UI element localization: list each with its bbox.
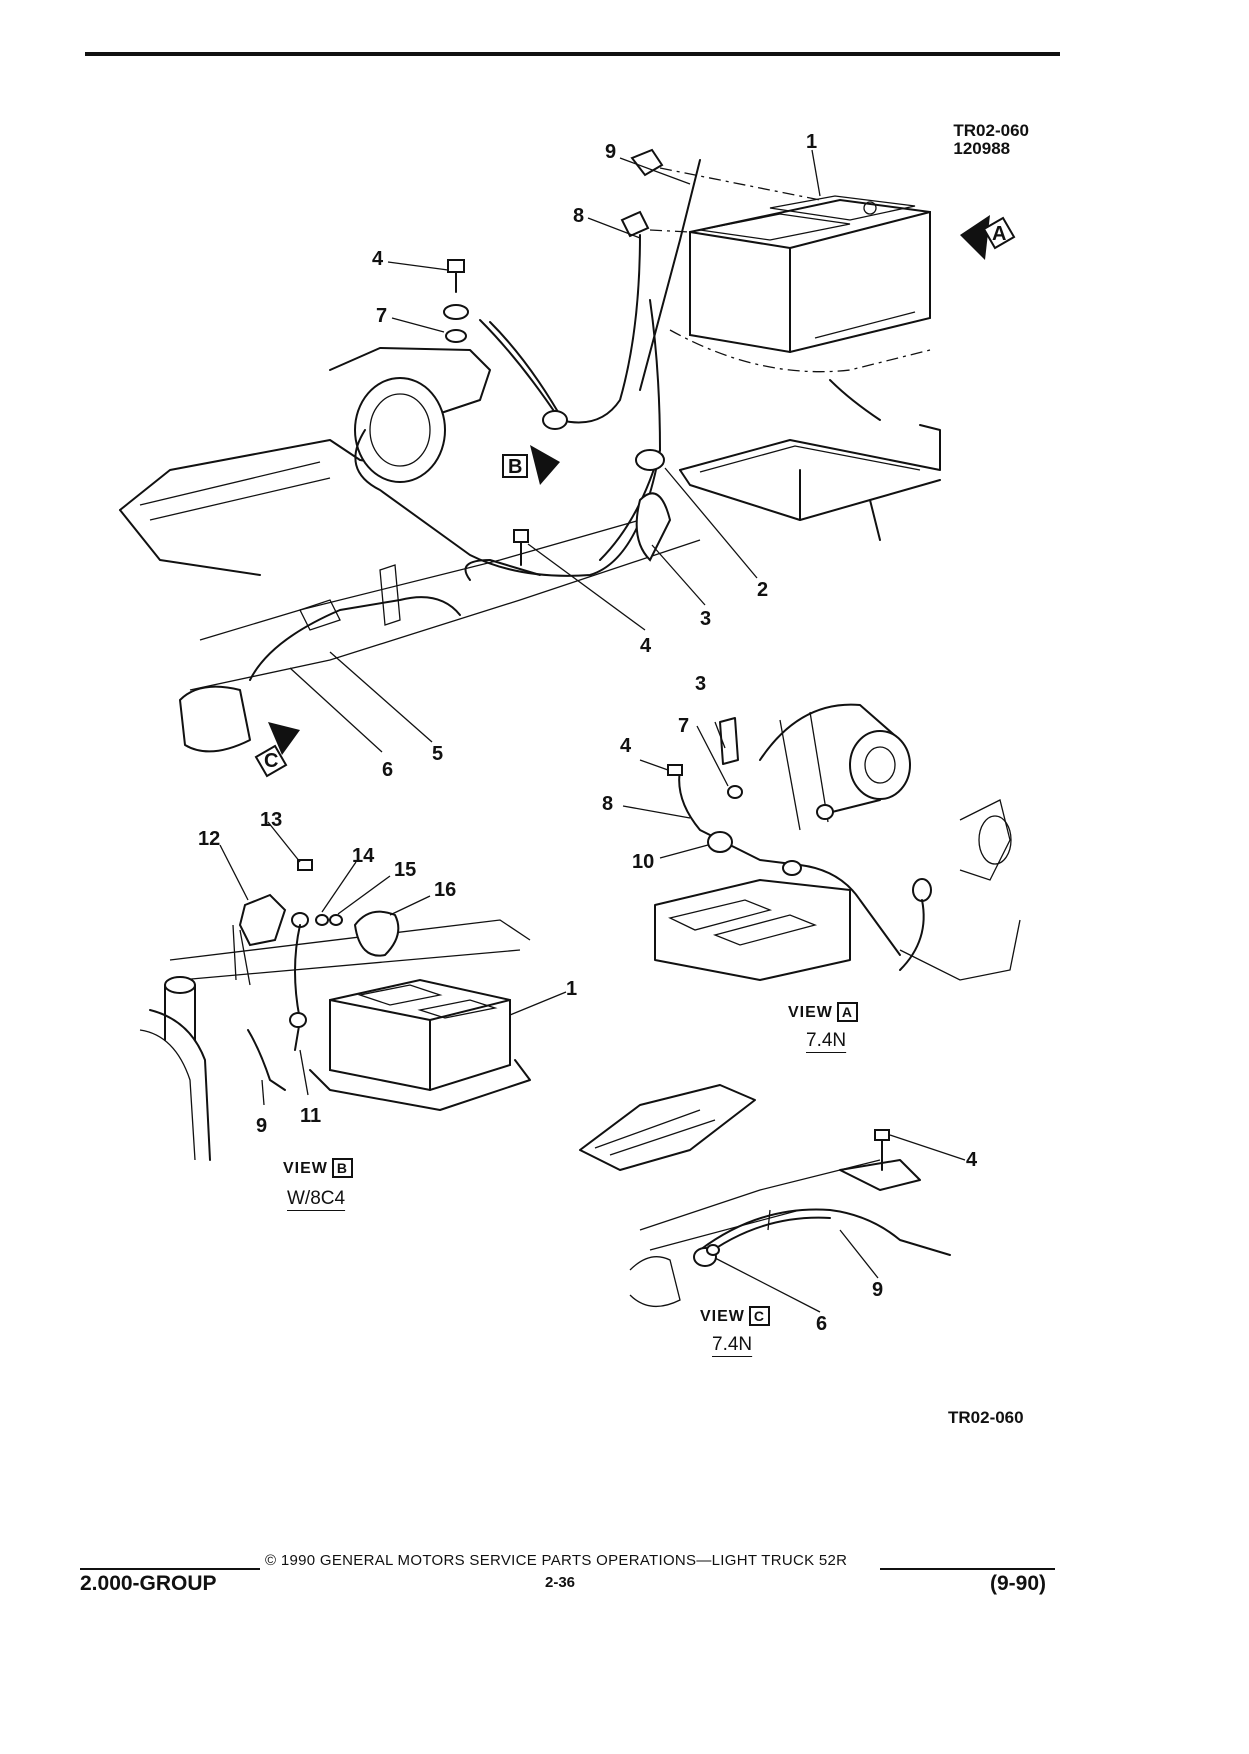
view-b-arrow: B bbox=[502, 445, 560, 485]
footer-rule-right bbox=[880, 1568, 1055, 1570]
callout-main-1: 1 bbox=[806, 131, 817, 153]
view-a-arrow: A bbox=[960, 215, 1016, 260]
callout-c-6: 6 bbox=[816, 1313, 827, 1335]
callout-a-3: 3 bbox=[695, 673, 706, 695]
engine-block-main bbox=[119, 347, 701, 753]
callout-b-14: 14 bbox=[352, 845, 375, 867]
view-c-spec: 7.4N bbox=[712, 1334, 753, 1355]
view-b-drawing bbox=[139, 821, 567, 1161]
battery-main bbox=[689, 195, 931, 354]
callout-main-7: 7 bbox=[376, 305, 387, 327]
callout-b-12: 12 bbox=[198, 828, 220, 850]
callout-main-8: 8 bbox=[573, 205, 584, 227]
view-c-arrow: C bbox=[254, 722, 300, 778]
view-a-word: VIEW bbox=[788, 1004, 833, 1021]
callout-b-11: 11 bbox=[300, 1105, 321, 1127]
figure-code-bottom: TR02-060 bbox=[948, 1408, 1024, 1427]
view-c-drawing bbox=[579, 1084, 966, 1313]
footer-group: 2.000-GROUP bbox=[80, 1572, 217, 1595]
footer-revision: (9-90) bbox=[990, 1572, 1047, 1595]
callout-c-4: 4 bbox=[966, 1149, 978, 1171]
callout-main-4b: 4 bbox=[640, 635, 652, 657]
figure-code-block: TR02-060 120988 bbox=[953, 122, 1029, 158]
callout-b-9: 9 bbox=[256, 1115, 267, 1137]
callout-c-9: 9 bbox=[872, 1279, 883, 1301]
callout-b-15: 15 bbox=[394, 859, 416, 881]
footer-copyright: © 1990 GENERAL MOTORS SERVICE PARTS OPER… bbox=[265, 1552, 848, 1569]
view-c-word: VIEW bbox=[700, 1308, 745, 1325]
callout-main-4a: 4 bbox=[372, 248, 384, 270]
view-a-arrow-letter: A bbox=[992, 223, 1006, 245]
callout-b-13: 13 bbox=[260, 809, 282, 831]
callout-main-6: 6 bbox=[382, 759, 393, 781]
callout-a-8: 8 bbox=[602, 793, 613, 815]
positive-cable-main bbox=[249, 159, 701, 681]
view-c-arrow-letter: C bbox=[264, 750, 278, 772]
hardware-main bbox=[443, 148, 931, 566]
view-b-word: VIEW bbox=[283, 1160, 328, 1177]
footer-rule-left bbox=[80, 1568, 260, 1570]
top-rule bbox=[85, 52, 1060, 56]
figure-date-code: 120988 bbox=[953, 139, 1011, 158]
callout-b-1: 1 bbox=[566, 978, 577, 1000]
callout-main-5: 5 bbox=[432, 743, 443, 765]
view-a-spec: 7.4N bbox=[806, 1030, 847, 1051]
battery-tray-main bbox=[679, 424, 941, 541]
view-b-arrow-letter: B bbox=[508, 456, 522, 478]
callout-main-2: 2 bbox=[757, 579, 768, 601]
callout-a-4: 4 bbox=[620, 735, 632, 757]
callout-a-10: 10 bbox=[632, 851, 654, 873]
view-b-spec: W/8C4 bbox=[287, 1188, 346, 1209]
view-a-letter: A bbox=[836, 1002, 859, 1022]
view-a-drawing bbox=[622, 703, 1021, 981]
view-b-letter: B bbox=[331, 1158, 354, 1178]
main-leaders bbox=[289, 149, 821, 753]
callout-main-9: 9 bbox=[605, 141, 616, 163]
footer-page-number: 2-36 bbox=[545, 1574, 576, 1591]
callout-b-16: 16 bbox=[434, 879, 456, 901]
view-c-letter: C bbox=[748, 1306, 771, 1326]
figure-code: TR02-060 bbox=[953, 121, 1029, 140]
callout-main-3: 3 bbox=[700, 608, 711, 630]
callout-a-7: 7 bbox=[678, 715, 689, 737]
